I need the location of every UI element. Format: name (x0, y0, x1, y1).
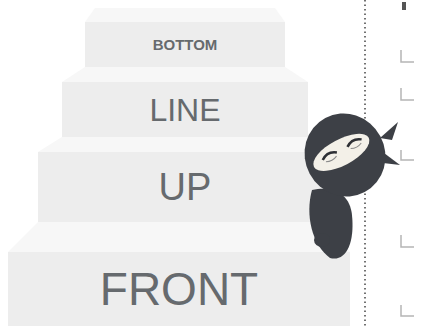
step-top (85, 8, 285, 22)
step-band: UP (38, 152, 332, 222)
ninja (290, 99, 400, 258)
step-label: BOTTOM (153, 37, 218, 52)
step-top (62, 67, 308, 82)
step-band: FRONT (8, 252, 350, 326)
cut-off-glyph (402, 2, 406, 10)
step-top (8, 222, 350, 252)
divider-line (364, 0, 366, 326)
step-label: FRONT (100, 266, 258, 312)
checkbox-marks (401, 50, 414, 316)
step-band: LINE (62, 82, 308, 137)
step-label: LINE (149, 94, 220, 126)
step-top (38, 137, 332, 152)
step-band: BOTTOM (85, 22, 285, 67)
step-label: UP (159, 168, 212, 206)
